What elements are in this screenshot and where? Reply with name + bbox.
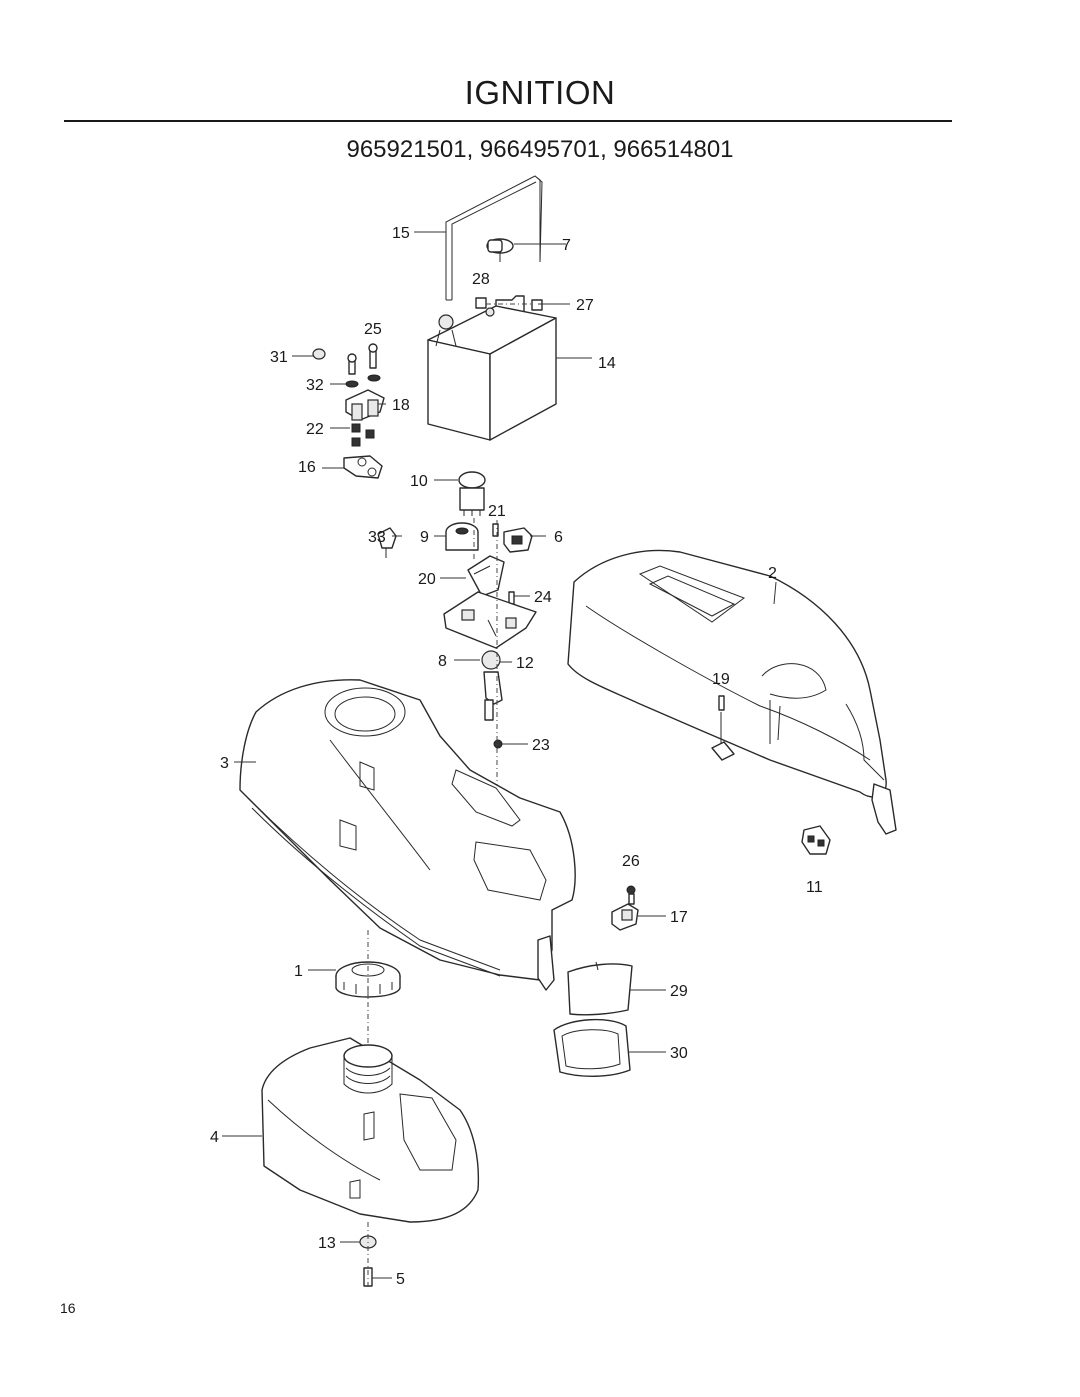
part-10-ignition-switch (458, 471, 486, 516)
callout-19: 19 (712, 671, 730, 688)
page-title: IGNITION (464, 74, 616, 111)
part-23-nut (493, 739, 503, 749)
part-6-switch (503, 527, 533, 553)
callout-23: 23 (532, 737, 550, 754)
callout-3: 3 (220, 755, 229, 772)
callout-32: 32 (306, 377, 324, 394)
part-21-screw (492, 523, 499, 537)
callout-5: 5 (396, 1271, 405, 1288)
callout-21: 21 (488, 503, 506, 520)
callout-6: 6 (554, 529, 563, 546)
callout-1: 1 (294, 963, 303, 980)
callout-33: 33 (368, 529, 386, 546)
callout-10: 10 (410, 473, 428, 490)
callout-12: 12 (516, 655, 534, 672)
callout-8: 8 (438, 653, 447, 670)
callout-20: 20 (418, 571, 436, 588)
title-rule (64, 120, 952, 122)
part-33-key (377, 527, 397, 558)
part-31-nut (312, 348, 326, 360)
page-number: 16 (60, 1300, 76, 1316)
part-17-switch (611, 903, 639, 931)
part-4-fuel-tank (261, 1037, 480, 1223)
callout-24: 24 (534, 589, 552, 606)
part-24-screw (508, 591, 515, 605)
callout-16: 16 (298, 459, 316, 476)
part-32-washers (345, 374, 381, 388)
callout-28: 28 (472, 271, 490, 288)
callout-labels: 15 7 28 27 25 14 31 32 18 22 16 10 21 33… (210, 225, 823, 1288)
callout-14: 14 (598, 355, 616, 372)
callout-17: 17 (670, 909, 688, 926)
part-8-knob (481, 650, 501, 670)
callout-22: 22 (306, 421, 324, 438)
part-3-left-fender (239, 679, 576, 991)
part-14-battery (427, 305, 557, 441)
part-15-hold-down-rod (445, 175, 543, 301)
callout-4: 4 (210, 1129, 219, 1146)
callout-11: 11 (806, 879, 823, 896)
callout-31: 31 (270, 349, 288, 366)
part-26-screw (626, 885, 636, 905)
callout-29: 29 (670, 983, 688, 1000)
callout-30: 30 (670, 1045, 688, 1062)
part-19-screw (711, 695, 735, 761)
part-9-switch-body (445, 522, 479, 551)
part-18-solenoid (345, 389, 385, 421)
dash-plate (443, 591, 537, 649)
callout-26: 26 (622, 853, 640, 870)
callout-13: 13 (318, 1235, 336, 1252)
part-2-right-fender (567, 549, 897, 835)
leader-lines (222, 231, 777, 1279)
callout-15: 15 (392, 225, 410, 242)
callout-25: 25 (364, 321, 382, 338)
callout-9: 9 (420, 529, 429, 546)
callout-2: 2 (768, 565, 777, 582)
part-20-bracket (467, 555, 505, 597)
part-30-bezel (553, 1018, 631, 1077)
model-numbers: 965921501, 966495701, 966514801 (346, 136, 734, 163)
part-12-throttle (483, 671, 503, 721)
part-11-switch (801, 825, 831, 855)
part-25-screws (347, 343, 378, 375)
callout-27: 27 (576, 297, 594, 314)
part-7-clamp (486, 238, 514, 262)
part-16-connector (343, 455, 383, 479)
part-22-nuts (351, 423, 375, 447)
callout-7: 7 (562, 237, 571, 254)
part-29-cover (567, 961, 633, 1016)
callout-18: 18 (392, 397, 410, 414)
